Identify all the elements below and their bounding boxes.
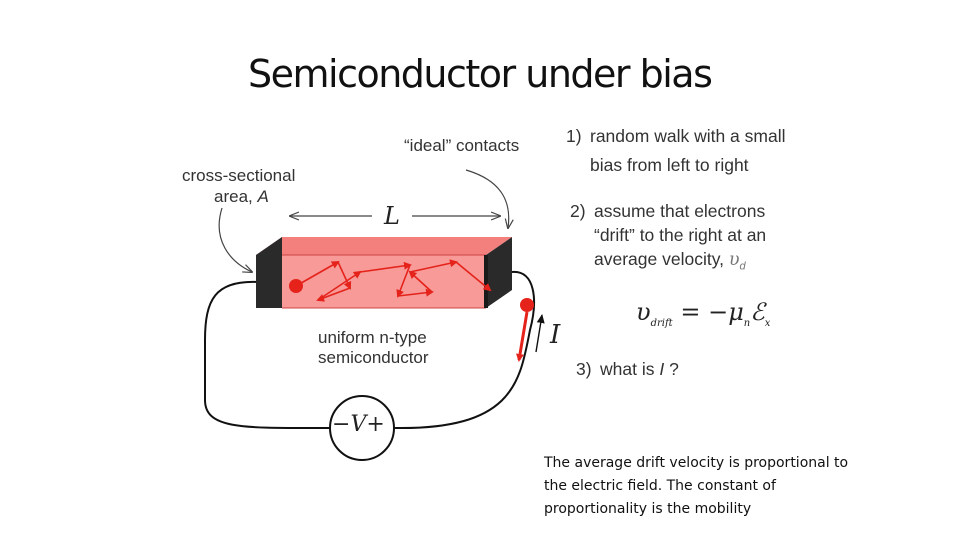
current-arrow bbox=[535, 314, 545, 353]
right-contact bbox=[486, 237, 512, 308]
electron-wire bbox=[520, 298, 534, 312]
voltage-source-label: −V+ bbox=[332, 412, 385, 437]
contacts-callout bbox=[465, 169, 509, 228]
mobility-note: The average drift velocity is proportion… bbox=[544, 455, 849, 517]
material-label-line2: semiconductor bbox=[318, 348, 429, 367]
current-label: I bbox=[550, 320, 561, 350]
cross-section-label-line1: cross-sectional bbox=[182, 166, 296, 185]
cross-section-callout bbox=[218, 207, 252, 272]
circuit-wire-right bbox=[394, 270, 535, 430]
bar-top-face bbox=[256, 237, 512, 255]
voltage-source bbox=[329, 395, 395, 461]
slide-title: Semiconductor under bias bbox=[248, 52, 713, 96]
step-1: 1)random walk with a small bias from lef… bbox=[566, 126, 786, 175]
material-label-line1: uniform n-type bbox=[318, 328, 427, 347]
electron-path-arrow bbox=[516, 311, 529, 362]
ideal-contacts-label: “ideal” contacts bbox=[404, 136, 520, 155]
length-label: L bbox=[384, 202, 400, 230]
bar-front-face bbox=[282, 255, 486, 308]
step-3: 3)what is I ? bbox=[576, 359, 679, 379]
cross-section-label-line2: area, A bbox=[214, 187, 269, 206]
circuit-wire-left bbox=[204, 280, 331, 430]
left-contact-face bbox=[256, 255, 282, 308]
step-2: 2)assume that electrons “drift” to the r… bbox=[570, 201, 767, 273]
drift-velocity-equation: υdrift = −μnℰx bbox=[636, 298, 771, 329]
